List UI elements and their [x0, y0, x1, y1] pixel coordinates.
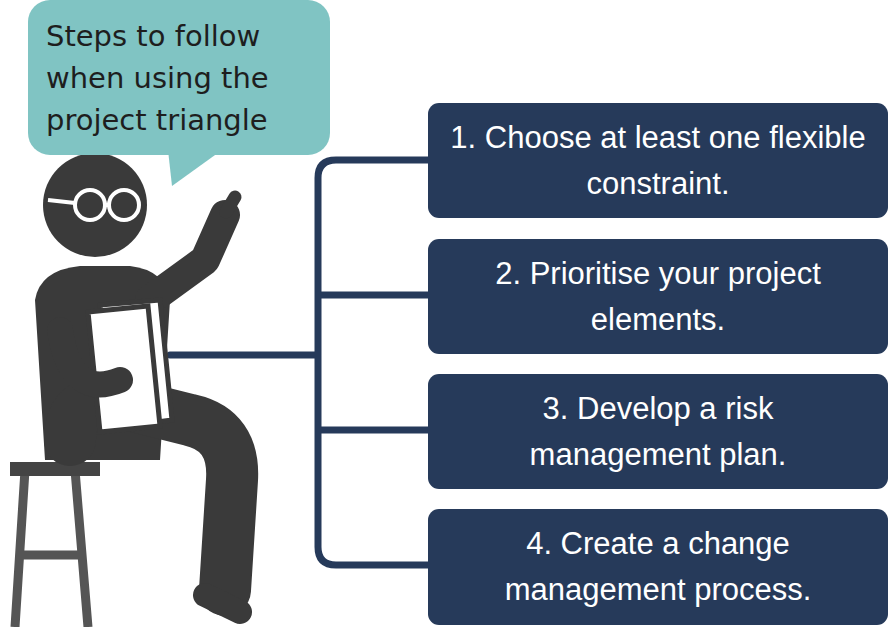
person-figure: [35, 153, 240, 612]
step-box: 3. Develop a risk management plan.: [428, 374, 888, 489]
speech-bubble: Steps to follow when using the project t…: [28, 0, 330, 155]
node-text: Steps to follow when using the project t…: [46, 15, 316, 141]
step-box: 2. Prioritise your project elements.: [428, 239, 888, 354]
head: [43, 153, 147, 257]
node-text: 2. Prioritise your project elements.: [448, 251, 868, 343]
stool: [10, 462, 100, 627]
raised-arm: [150, 215, 225, 300]
node-text: 1. Choose at least one flexible constrai…: [448, 115, 868, 207]
glasses-frame: [48, 200, 109, 205]
node-text: 4. Create a change management process.: [448, 521, 868, 613]
glasses-lens: [75, 190, 105, 220]
node-text: 3. Develop a risk management plan.: [448, 386, 868, 478]
glasses: [48, 190, 139, 220]
speech-bubble-tail: [168, 150, 222, 186]
stool-legs: [15, 470, 88, 627]
stool-seat: [10, 462, 100, 476]
step-box: 4. Create a change management process.: [428, 509, 888, 625]
step-box: 1. Choose at least one flexible constrai…: [428, 103, 888, 218]
foot: [205, 595, 240, 612]
holding-arm: [60, 330, 120, 384]
glasses-lens: [109, 190, 139, 220]
pointing-finger: [226, 197, 235, 212]
